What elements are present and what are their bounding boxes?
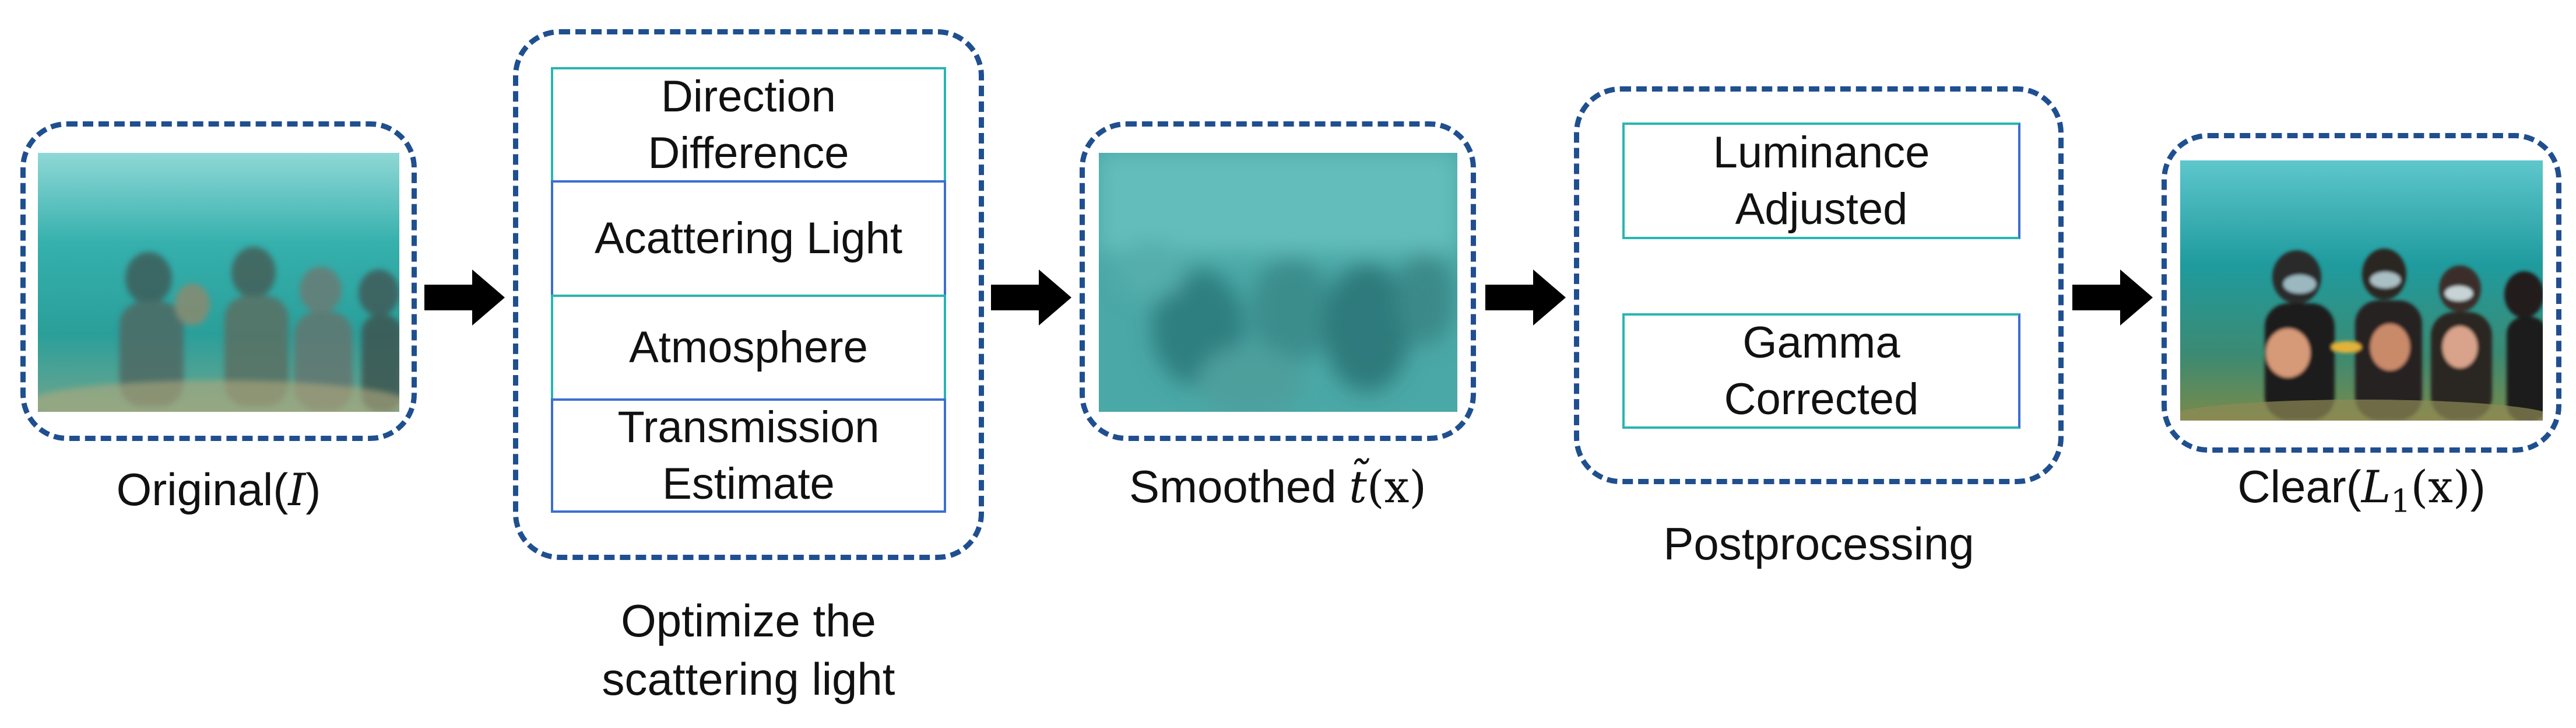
- smoothed-caption-variable: t̃: [1349, 461, 1367, 513]
- clear-stage-frame: [2162, 133, 2561, 453]
- original-caption-variable: I: [288, 464, 306, 516]
- optimize-stage-frame: [513, 29, 984, 560]
- postprocessing-caption: Postprocessing: [1574, 515, 2064, 573]
- luminance-adjusted-box: Luminance Adjusted: [1622, 123, 2020, 239]
- clear-caption-suffix: ): [2470, 461, 2486, 512]
- clear-caption-argument: (x): [2410, 461, 2470, 513]
- arrow-right-icon: [2072, 270, 2153, 326]
- postprocessing-caption-text: Postprocessing: [1663, 518, 1974, 569]
- postprocessing-stage-frame: [1574, 86, 2064, 484]
- arrow-right-icon: [424, 270, 505, 326]
- smoothed-caption: Smoothed t̃(x): [1080, 458, 1476, 516]
- clear-caption-variable: L: [2361, 461, 2391, 513]
- optimize-caption: Optimize the scattering light: [513, 592, 984, 709]
- original-caption: Original(I): [20, 461, 417, 519]
- optimize-caption-line1: Optimize the: [621, 595, 876, 646]
- clear-underwater-photo: [2180, 160, 2543, 421]
- acattering-light-label: Acattering Light: [594, 214, 903, 264]
- atmosphere-label: Atmosphere: [629, 323, 868, 373]
- clear-caption-prefix: Clear(: [2237, 461, 2361, 512]
- atmosphere-box: Atmosphere: [551, 295, 946, 401]
- luminance-adjusted-label: Luminance Adjusted: [1713, 127, 1930, 234]
- clear-caption: Clear(L1(x)): [2162, 458, 2561, 522]
- optimize-caption-line2: scattering light: [602, 653, 895, 705]
- transmission-estimate-label: Transmission Estimate: [617, 402, 880, 509]
- smoothed-caption-prefix: Smoothed: [1129, 461, 1349, 512]
- original-underwater-photo: [38, 153, 399, 412]
- arrow-right-icon: [1485, 270, 1566, 326]
- gamma-corrected-box: Gamma Corrected: [1622, 313, 2020, 429]
- direction-difference-label-line1: Direction Difference: [648, 71, 849, 178]
- direction-difference-box: Direction Difference: [551, 67, 946, 183]
- original-stage-frame: [20, 121, 417, 441]
- smoothed-stage-frame: [1080, 121, 1476, 441]
- transmission-estimate-box: Transmission Estimate: [551, 398, 946, 513]
- original-caption-prefix: Original(: [116, 464, 289, 515]
- arrow-right-icon: [991, 270, 1071, 326]
- gamma-corrected-label: Gamma Corrected: [1724, 317, 1919, 424]
- smoothed-transmission-map: [1099, 153, 1457, 412]
- original-caption-suffix: ): [305, 464, 321, 515]
- acattering-light-box: Acattering Light: [551, 180, 946, 297]
- clear-caption-subscript: 1: [2391, 482, 2411, 520]
- smoothed-caption-argument: (x): [1366, 461, 1426, 513]
